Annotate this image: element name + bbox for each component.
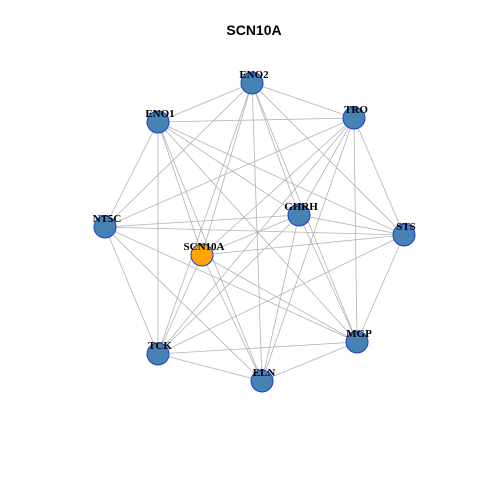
node-circle (250, 369, 274, 393)
edge-eno2-nt5c (104, 82, 253, 228)
edge-nt5c-tck (104, 226, 159, 355)
edge-nt5c-eln (104, 226, 263, 382)
edge-eno2-sts (251, 82, 405, 236)
node-circle (345, 330, 369, 354)
node-scn10a: SCN10A (184, 241, 225, 267)
edge-ghrh-scn10a (201, 214, 300, 256)
node-label: GHRH (284, 201, 318, 213)
node-tck: TCK (146, 340, 172, 366)
node-circle (392, 223, 416, 247)
node-label: ENO2 (239, 69, 269, 81)
node-mgp: MGP (345, 328, 372, 354)
edge-nt5c-sts (104, 226, 405, 236)
edge-eno2-tck (157, 82, 253, 355)
edge-eln-tck (157, 353, 263, 382)
edge-eno1-sts (157, 121, 405, 236)
edge-ghrh-eln (261, 214, 300, 382)
node-circle (146, 342, 170, 366)
edge-scn10a-tck (157, 254, 203, 355)
edge-tro-ghrh (298, 117, 355, 216)
node-label: ENO1 (145, 108, 174, 120)
edge-scn10a-sts (201, 234, 405, 256)
edge-tro-sts (353, 117, 405, 236)
edge-eno1-ghrh (157, 121, 300, 216)
edge-nt5c-ghrh (104, 214, 300, 228)
edge-layer (104, 82, 405, 382)
node-label: TRO (344, 104, 368, 116)
edge-tro-eno1 (157, 117, 355, 123)
node-eno2: ENO2 (239, 69, 269, 95)
node-circle (287, 203, 311, 227)
node-label: MGP (346, 328, 372, 340)
node-circle (146, 110, 170, 134)
node-eno1: ENO1 (145, 108, 175, 134)
edge-eno2-ghrh (251, 82, 300, 216)
node-circle (342, 106, 366, 130)
edge-mgp-tck (157, 341, 358, 355)
edge-scn10a-mgp (201, 254, 358, 343)
node-sts: STS (392, 221, 416, 247)
edge-eno1-nt5c (104, 121, 159, 228)
edge-ghrh-mgp (298, 214, 358, 343)
edge-ghrh-sts (298, 214, 405, 236)
node-nt5c: NT5C (93, 213, 122, 239)
edge-eno1-scn10a (157, 121, 203, 256)
node-label: STS (396, 221, 416, 233)
node-eln: ELN (250, 367, 276, 393)
edge-tro-scn10a (201, 117, 355, 256)
node-circle (93, 215, 117, 239)
node-circle (190, 243, 214, 267)
graph-title: SCN10A (226, 22, 281, 38)
node-label: NT5C (93, 213, 122, 225)
node-label: TCK (148, 340, 172, 352)
node-tro: TRO (342, 104, 368, 130)
node-label: SCN10A (184, 241, 225, 253)
node-circle (240, 71, 264, 95)
edge-tro-tck (157, 117, 355, 355)
edge-nt5c-mgp (104, 226, 358, 343)
edge-sts-mgp (356, 234, 405, 343)
edge-tro-mgp (353, 117, 358, 343)
node-ghrh: GHRH (284, 201, 318, 227)
edge-ghrh-tck (157, 214, 300, 355)
edge-tro-nt5c (104, 117, 355, 228)
edge-mgp-eln (261, 341, 358, 382)
edge-eno2-eno1 (157, 82, 253, 123)
node-label: ELN (253, 367, 276, 379)
edge-sts-tck (157, 234, 405, 355)
edge-tro-eln (261, 117, 355, 382)
edge-eno2-scn10a (201, 82, 253, 256)
edge-eno2-tro (251, 82, 355, 119)
